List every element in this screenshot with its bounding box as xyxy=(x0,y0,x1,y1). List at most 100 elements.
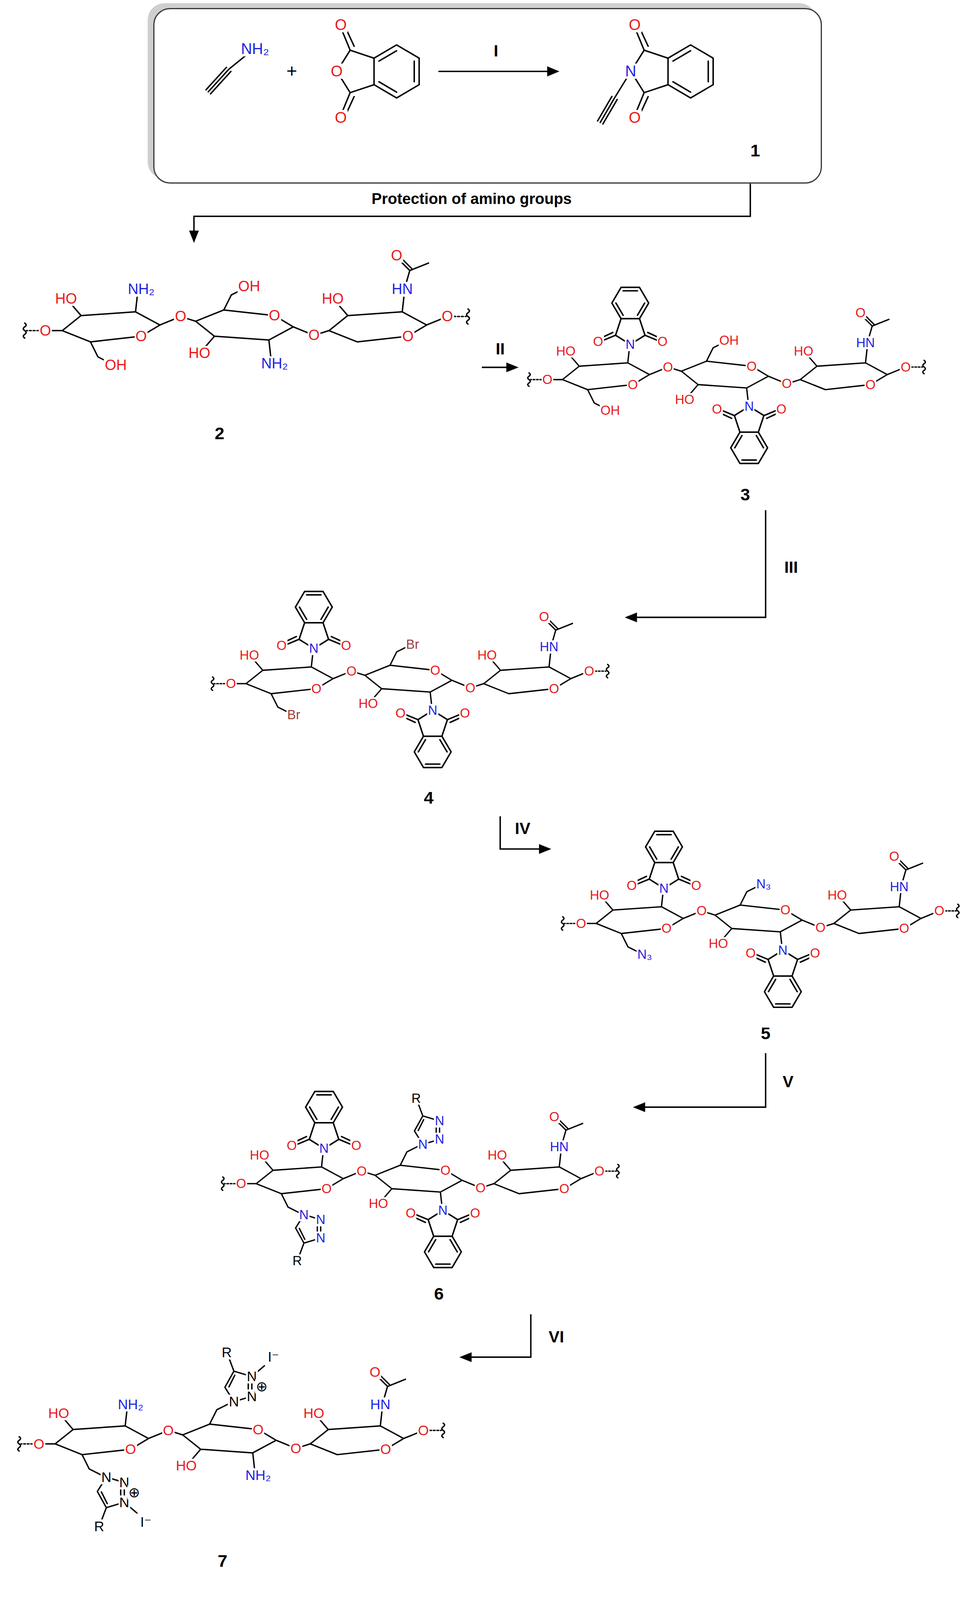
atom-label: NH₂ xyxy=(244,1468,272,1484)
atom-label: HO xyxy=(589,888,610,902)
phthalimide xyxy=(752,950,814,1009)
atom-label: O xyxy=(558,1182,571,1196)
arrow-line xyxy=(635,510,766,618)
atom-label: O xyxy=(474,1181,487,1195)
reaction-arrow xyxy=(481,362,519,373)
atom-label: N xyxy=(315,1213,327,1227)
reaction-arrow xyxy=(500,816,552,855)
atom-label: O xyxy=(350,1139,363,1153)
atom-label: O xyxy=(575,917,588,930)
atom-label: N xyxy=(308,642,320,656)
atom-label: HN xyxy=(889,880,910,894)
atom-label: N xyxy=(743,400,755,413)
compound: OHOONOOBrOBrOHOONOOOHOHNOO4 xyxy=(202,583,625,817)
atom-label: N₃ xyxy=(636,948,653,962)
atom-label: R xyxy=(220,1345,233,1360)
atom-label: O xyxy=(235,1177,247,1191)
atom-label: HO xyxy=(47,1406,71,1421)
atom-label: HO xyxy=(302,1406,325,1421)
phthalimide xyxy=(402,710,463,768)
atom-label: O xyxy=(345,665,358,678)
atom-label: O xyxy=(134,328,148,344)
atom-label: NH₂ xyxy=(126,282,156,297)
atom-label: O xyxy=(690,879,702,893)
reaction-box: NH₂+OOOIONO1 xyxy=(153,8,822,184)
atom-label: O xyxy=(548,682,560,696)
atom-label: R xyxy=(291,1254,303,1268)
atom-label: O xyxy=(695,904,708,918)
arrow-head xyxy=(624,612,638,623)
compound-number: 1 xyxy=(749,142,762,160)
arrow-line xyxy=(500,816,541,850)
atom-label: O xyxy=(464,681,477,695)
atom-label: N xyxy=(777,943,789,957)
phthalimide xyxy=(599,287,661,345)
atom-label: N xyxy=(318,1142,330,1156)
atom-label: O xyxy=(417,1424,430,1439)
atom-label: O xyxy=(593,1165,606,1179)
phthalimide xyxy=(293,1092,355,1150)
propargylamine-bonds xyxy=(206,56,245,94)
reaction-arrow xyxy=(633,1053,766,1113)
atom-label: O xyxy=(888,850,900,864)
atom-label: Br xyxy=(405,638,420,652)
step-number: II xyxy=(494,340,506,358)
step-caption: Protection of amino groups xyxy=(370,191,573,207)
compound-number: 7 xyxy=(216,1553,229,1571)
atom-label: O xyxy=(898,922,910,936)
atom-label: O xyxy=(899,360,912,374)
atom-label: O xyxy=(583,665,596,678)
reaction-arrow-line xyxy=(438,70,550,73)
atom-label: HN xyxy=(539,640,560,654)
reaction-arrow xyxy=(624,510,766,623)
atom-label: O xyxy=(355,1165,368,1179)
triazole-chitosan-structure xyxy=(221,1092,620,1269)
phthalimide-product xyxy=(631,27,714,116)
atom-label: HO xyxy=(367,1197,389,1211)
atom-label: N xyxy=(624,338,636,351)
atom-label: ⊕ xyxy=(254,1380,269,1395)
atom-label: O xyxy=(656,335,669,349)
atom-label: HO xyxy=(174,1458,198,1474)
phthalic-anhydride xyxy=(336,27,420,116)
atom-label: O xyxy=(592,335,604,349)
atom-label: N xyxy=(658,882,670,896)
step-number: III xyxy=(783,559,800,576)
arrow-label: I xyxy=(492,42,500,60)
atom-label: O xyxy=(32,1437,46,1452)
atom-label: OH xyxy=(599,404,621,417)
chitosan-structure xyxy=(23,257,470,365)
atom-label: HO xyxy=(476,649,498,662)
atom-label: N xyxy=(417,1138,429,1152)
atom-label: O xyxy=(401,328,415,344)
atom-label: HO xyxy=(320,291,345,307)
atom-label: I⁻ xyxy=(266,1350,280,1365)
atom-label: HO xyxy=(248,1149,270,1163)
compound: OHOONOONNNRONNNROHOONOOOHOHNOO6 xyxy=(209,1084,634,1315)
atom-label: O xyxy=(854,306,867,319)
atom-label: HO xyxy=(793,344,814,358)
arrow-line xyxy=(470,1314,532,1358)
atom-label: O xyxy=(548,1110,560,1124)
atom-label: O xyxy=(162,1424,175,1439)
atom-label: O xyxy=(439,1164,452,1178)
atom-label: ⊕ xyxy=(127,1486,141,1501)
atom-label: O xyxy=(538,610,550,624)
atom-label: O xyxy=(310,682,323,696)
compound: OHOONOON₃ON₃OHOONOOOHOHNOO5 xyxy=(551,821,972,1054)
compound: OHOONOOOHOOHOHOONOOOHOHNOO3 xyxy=(518,280,938,511)
atom-label: NH₂ xyxy=(116,1398,145,1413)
atom-label: O xyxy=(744,946,757,960)
bromo-chitosan-structure xyxy=(211,591,610,768)
compound-number: 2 xyxy=(213,424,226,443)
compound-number: 3 xyxy=(739,486,752,504)
atom-label: O xyxy=(745,359,758,373)
atom-label: O xyxy=(268,308,282,323)
atom-label: OH xyxy=(718,333,740,347)
atom-label: O xyxy=(627,17,642,33)
arrow-line xyxy=(194,183,751,232)
atom-label: NH₂ xyxy=(260,356,289,371)
atom-label: O xyxy=(394,707,407,720)
